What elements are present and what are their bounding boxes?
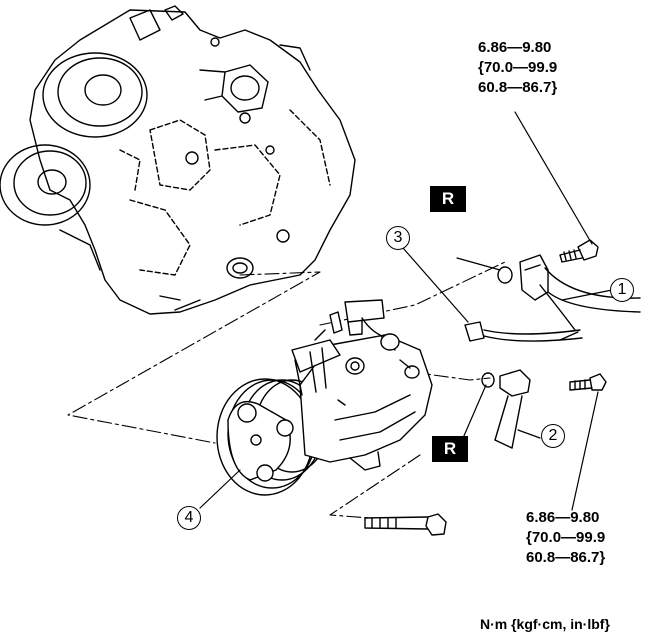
callout-4: 4 [177, 506, 201, 530]
torque-top-line-1: 6.86—9.80 [478, 39, 552, 56]
torque-spec-top: 6.86—9.80 {70.0—99.9 60.8—86.7} [478, 38, 557, 98]
engine-block [0, 5, 356, 315]
o-ring-lower [481, 372, 495, 388]
pipe-1 [519, 254, 641, 341]
callout-3: 3 [386, 226, 410, 250]
torque-spec-bottom: 6.86—9.80 {70.0—99.9 60.8—86.7} [526, 508, 605, 568]
torque-bottom-line-3: 60.8—86.7} [526, 549, 606, 566]
leader-lines [199, 111, 613, 511]
o-ring-upper [497, 266, 513, 284]
torque-top-line-2: {70.0—99.9 [478, 59, 558, 76]
torque-bottom-line-1: 6.86—9.80 [526, 509, 600, 526]
torque-units-label: N·m {kgf·cm, in·lbf} [480, 616, 610, 632]
bolts [364, 239, 607, 536]
o-rings [481, 266, 513, 388]
replace-mark-lower: R [432, 436, 468, 462]
torque-top-line-3: 60.8—86.7} [478, 79, 558, 96]
harness-3 [464, 321, 583, 342]
ac-compressor [216, 299, 433, 496]
callout-2: 2 [541, 424, 565, 448]
pipe-2 [494, 369, 531, 449]
torque-bottom-line-2: {70.0—99.9 [526, 529, 606, 546]
replace-mark-upper: R [430, 186, 466, 212]
callout-1: 1 [610, 278, 634, 302]
